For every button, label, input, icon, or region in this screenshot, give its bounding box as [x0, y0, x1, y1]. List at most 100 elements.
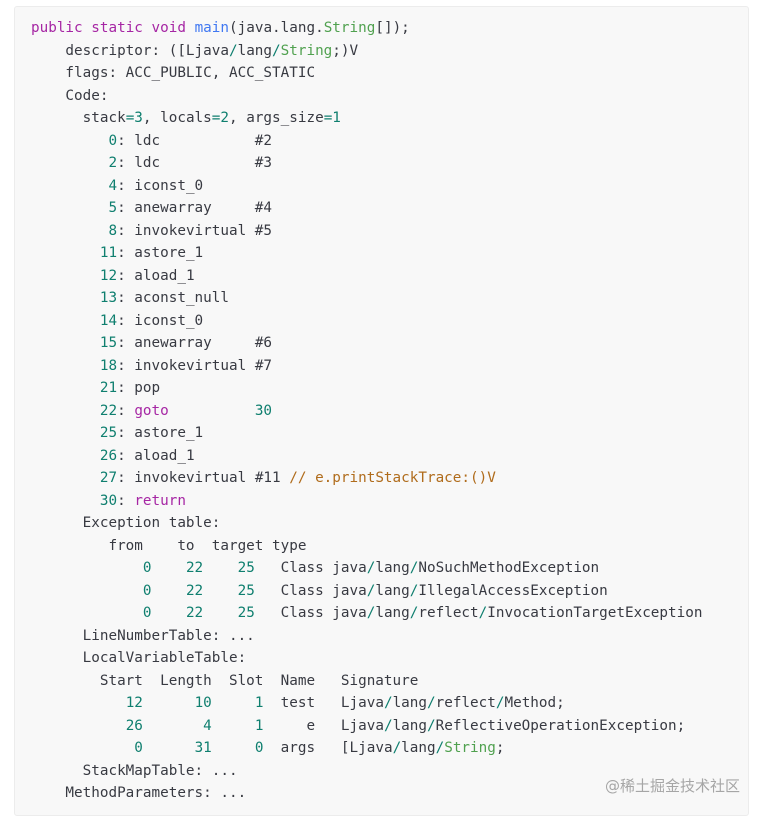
code-token: 25: [237, 560, 255, 576]
code-line: 21: pop: [31, 377, 702, 400]
code-token: [31, 223, 108, 239]
code-token: 12: [125, 695, 143, 711]
code-token: [31, 155, 108, 171]
code-token: [31, 740, 134, 756]
code-token: [212, 695, 255, 711]
code-token: 0: [142, 605, 152, 621]
code-token: Exception table:: [31, 515, 221, 531]
code-line: MethodParameters: ...: [31, 782, 702, 805]
code-token: 1: [254, 717, 264, 734]
code-token: [31, 718, 126, 734]
code-token: [31, 380, 100, 396]
code-token: : ldc #3: [117, 155, 273, 171]
code-token: [31, 403, 100, 419]
code-token: /: [427, 695, 436, 711]
code-token: 4: [108, 177, 118, 194]
code-token: 12: [99, 267, 118, 284]
code-token: [186, 20, 195, 36]
code-block: public static void main(java.lang.String…: [14, 6, 749, 816]
code-token: lang: [401, 740, 436, 756]
code-token: [31, 358, 100, 374]
code-token: : invokevirtual #7: [117, 357, 273, 374]
code-token: [31, 493, 100, 509]
code-token: 22: [185, 560, 204, 576]
code-token: /: [366, 582, 376, 599]
code-token: LocalVariableTable:: [31, 650, 247, 666]
code-token: /: [272, 42, 281, 59]
bytecode-listing: public static void main(java.lang.String…: [31, 17, 702, 805]
code-line: 0 22 25 Class java/lang/NoSuchMethodExce…: [31, 557, 702, 580]
code-line: 18: invokevirtual #7: [31, 355, 702, 378]
code-token: : aconst_null: [117, 290, 229, 306]
code-token: : anewarray #4: [117, 200, 273, 216]
code-token: return: [134, 492, 186, 509]
code-line: Start Length Slot Name Signature: [31, 670, 702, 693]
code-token: , args_size: [229, 110, 324, 126]
code-token: e Ljava: [263, 717, 384, 734]
code-token: ReflectiveOperationException;: [435, 717, 686, 734]
code-token: Class java: [254, 560, 367, 576]
code-token: lang: [237, 42, 273, 59]
code-token: 18: [99, 357, 118, 374]
code-token: [31, 200, 108, 216]
code-token: : aload_1: [117, 267, 195, 284]
code-token: [83, 20, 92, 36]
code-token: : invokevirtual #11: [117, 470, 290, 486]
code-token: , locals: [142, 110, 212, 126]
code-token: 3: [134, 110, 143, 126]
code-token: 25: [237, 605, 255, 621]
code-token: [143, 20, 152, 36]
code-line: 8: invokevirtual #5: [31, 220, 702, 243]
code-token: stack: [31, 110, 126, 126]
code-token: 0: [142, 582, 152, 599]
code-token: [31, 245, 100, 261]
code-token: static: [91, 20, 143, 36]
code-token: [212, 718, 255, 734]
code-token: : astore_1: [117, 245, 204, 261]
code-token: [203, 560, 237, 576]
code-line: 11: astore_1: [31, 242, 702, 265]
code-token: 2: [220, 110, 229, 126]
code-token: =: [323, 110, 333, 126]
code-token: [31, 133, 108, 149]
code-token: lang: [392, 717, 427, 734]
code-token: : astore_1: [117, 425, 204, 441]
code-token: /: [409, 560, 419, 576]
code-token: MethodParameters: ...: [31, 785, 247, 801]
code-token: : invokevirtual #5: [117, 222, 273, 239]
code-token: [31, 335, 100, 351]
code-token: 0: [142, 560, 152, 576]
code-line: 26: aload_1: [31, 445, 702, 468]
code-token: /: [427, 717, 436, 734]
code-line: Code:: [31, 85, 702, 108]
code-token: [31, 448, 100, 464]
code-token: [152, 583, 186, 599]
code-token: 22: [99, 402, 118, 419]
code-token: 30: [99, 492, 118, 509]
code-token: lang: [392, 695, 427, 711]
code-token: /: [478, 605, 488, 621]
code-token: NoSuchMethodException: [418, 560, 600, 576]
code-token: 5: [108, 200, 118, 216]
code-token: : pop: [117, 380, 161, 396]
code-token: InvocationTargetException: [487, 605, 703, 621]
code-line: 12: aload_1: [31, 265, 702, 288]
code-token: : iconst_0: [117, 177, 204, 194]
code-token: 0: [108, 132, 118, 149]
code-token: lang: [375, 582, 410, 599]
code-token: 15: [99, 335, 118, 351]
code-line: LineNumberTable: ...: [31, 625, 702, 648]
code-token: 26: [125, 717, 143, 734]
code-token: [31, 178, 108, 194]
code-token: Class java: [254, 582, 367, 599]
code-token: args [Ljava: [263, 740, 393, 756]
code-token: flags: ACC_PUBLIC, ACC_STATIC: [31, 65, 316, 81]
code-token: public: [31, 20, 83, 36]
code-token: [31, 695, 126, 711]
code-token: 1: [254, 695, 264, 711]
code-token: 25: [237, 582, 255, 599]
code-token: /: [228, 42, 238, 59]
code-token: lang: [375, 560, 410, 576]
code-token: : iconst_0: [117, 312, 204, 329]
code-token: /: [409, 605, 419, 621]
